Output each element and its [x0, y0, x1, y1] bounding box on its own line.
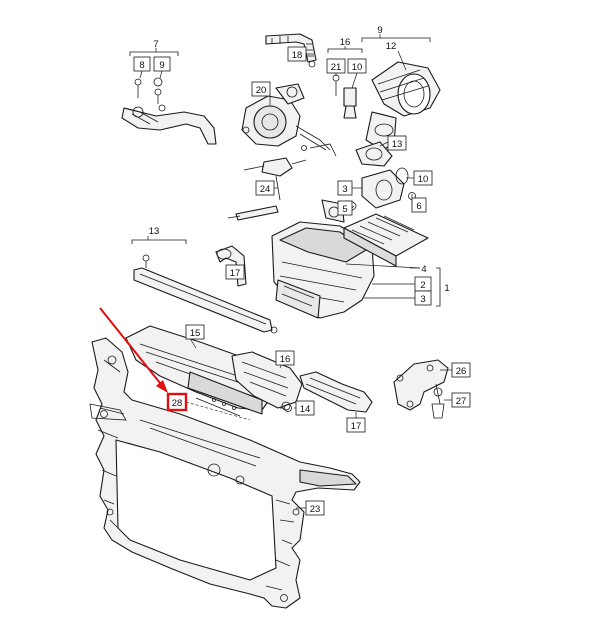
callout-14: 16: [340, 37, 351, 48]
callout-9: 9: [153, 56, 171, 72]
svg-text:15: 15: [190, 328, 201, 339]
svg-text:27: 27: [456, 396, 467, 407]
svg-text:13: 13: [392, 139, 403, 150]
svg-text:6: 6: [416, 201, 421, 212]
svg-text:9: 9: [377, 25, 382, 36]
svg-text:18: 18: [292, 50, 303, 61]
callout-25: 21: [326, 58, 346, 74]
callout-21: 20: [251, 81, 271, 97]
svg-text:3: 3: [342, 184, 347, 195]
callout-2: 2: [414, 276, 432, 292]
svg-text:21: 21: [331, 62, 342, 73]
svg-text:9: 9: [159, 60, 164, 71]
callout-10: 10: [413, 170, 433, 186]
bolt-16-part: [280, 404, 292, 412]
svg-text:7: 7: [153, 39, 158, 50]
hose-part: [265, 33, 317, 68]
callout-3-bottom: 3: [414, 290, 432, 306]
callout-5: 5: [337, 200, 353, 216]
svg-text:24: 24: [260, 184, 271, 195]
callout-23: 23: [305, 500, 325, 516]
seal-strip-part: [133, 254, 278, 334]
callout-1: 1: [444, 283, 449, 294]
svg-text:3: 3: [420, 294, 425, 305]
svg-text:13: 13: [149, 226, 160, 237]
callout-labels: 18 16 21 10 9 12 13 7 8: [133, 25, 471, 516]
callout-18: 16: [275, 350, 295, 366]
bracket-7-part: [121, 77, 217, 145]
filter-element-part: [343, 213, 429, 267]
svg-text:4: 4: [421, 264, 426, 275]
callout-13-mid: 13: [387, 135, 407, 151]
callout-20: 17: [346, 417, 366, 433]
callout-4: 4: [421, 264, 426, 275]
turbocharger-part: [241, 83, 337, 157]
svg-text:17: 17: [230, 268, 241, 279]
callout-13-top: 12: [386, 41, 397, 52]
callout-22: 18: [287, 46, 307, 62]
intake-pipe-part: [355, 61, 441, 167]
air-mass-meter-part: [339, 167, 416, 212]
air-filter-housing-part: [271, 199, 375, 319]
svg-text:8: 8: [139, 60, 144, 71]
svg-text:17: 17: [351, 421, 362, 432]
svg-text:5: 5: [342, 204, 347, 215]
callout-7: 7: [153, 39, 158, 50]
svg-text:26: 26: [456, 366, 467, 377]
svg-text:28: 28: [172, 398, 183, 409]
svg-text:16: 16: [280, 354, 291, 365]
callout-12: 10: [347, 58, 367, 74]
svg-text:10: 10: [418, 174, 429, 185]
svg-text:2: 2: [420, 280, 425, 291]
callout-28-highlighted: 28: [166, 392, 188, 412]
leader-lines: [129, 34, 454, 509]
callout-16: 14: [295, 400, 315, 416]
svg-text:16: 16: [340, 37, 351, 48]
svg-text:1: 1: [444, 283, 449, 294]
svg-text:23: 23: [310, 504, 321, 515]
callout-6: 6: [411, 197, 427, 213]
svg-text:14: 14: [300, 404, 311, 415]
callout-17: 15: [185, 324, 205, 340]
svg-text:20: 20: [256, 85, 267, 96]
svg-text:12: 12: [386, 41, 397, 52]
front-carrier-part: [89, 337, 361, 609]
callout-27: 27: [451, 392, 471, 408]
svg-text:10: 10: [352, 62, 363, 73]
callout-26: 26: [451, 362, 471, 378]
callout-11: 9: [377, 25, 382, 36]
bracket-part: [227, 157, 307, 221]
callout-8: 8: [133, 56, 151, 72]
red-pointer-arrow: [99, 307, 168, 393]
callout-24: 24: [255, 180, 275, 196]
callout-19: 17: [225, 264, 245, 280]
sensor-part: [332, 74, 357, 119]
callout-15: 13: [149, 226, 160, 237]
mount-bracket-part: [393, 359, 449, 419]
intake-hose-part: [299, 371, 373, 413]
callout-3-top: 3: [337, 180, 353, 196]
